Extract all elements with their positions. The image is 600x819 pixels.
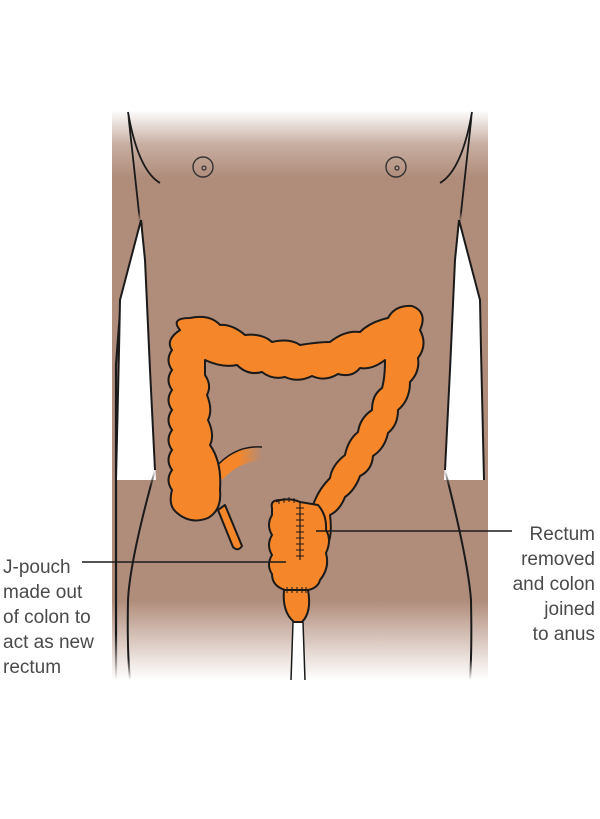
nipple-left: [192, 156, 214, 178]
nipple-right: [385, 156, 407, 178]
label-j-pouch: J-pouch made out of colon to act as new …: [3, 557, 94, 678]
label-rectum-removed: Rectum removed and colon joined to anus: [512, 524, 595, 645]
colon: [167, 304, 425, 623]
